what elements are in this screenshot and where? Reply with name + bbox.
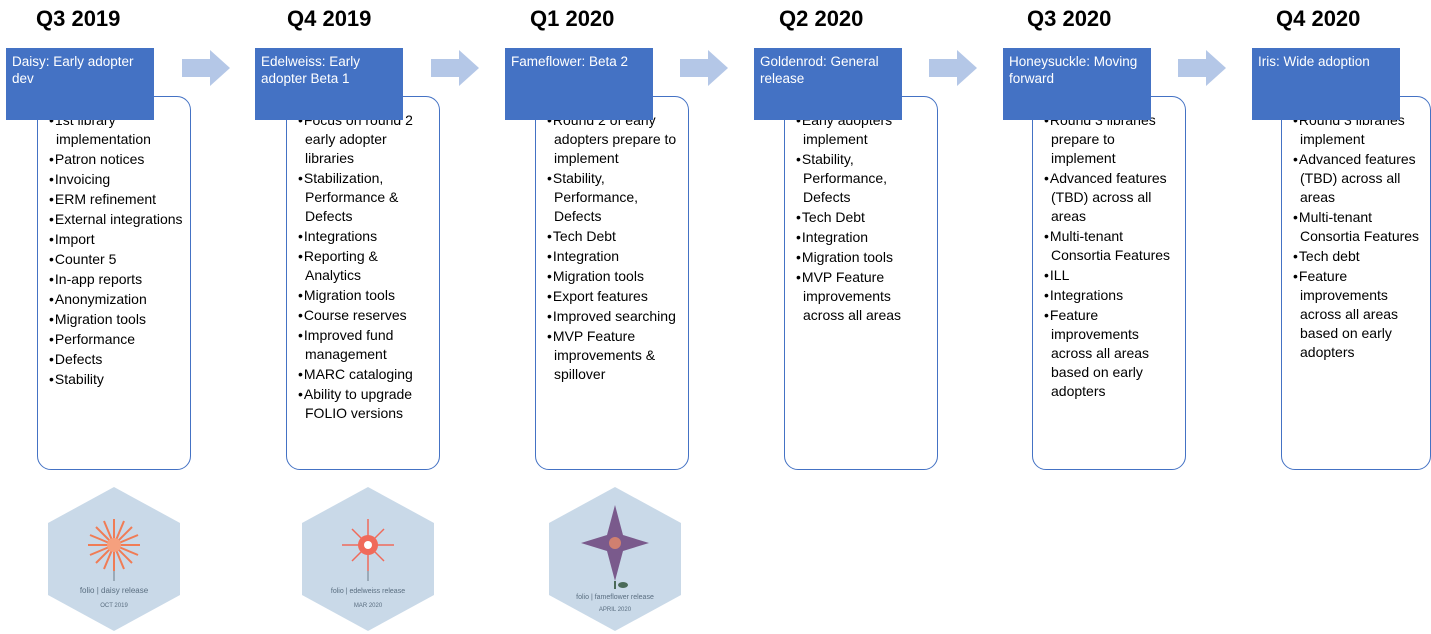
feature-item: Anonymization (44, 290, 184, 309)
feature-item: In-app reports (44, 270, 184, 289)
feature-item: Import (44, 230, 184, 249)
feature-item: Migration tools (791, 248, 931, 267)
feature-item: ILL (1039, 266, 1179, 285)
quarter-label: Q2 2020 (779, 6, 864, 31)
feature-card: Round 2 of early adopters prepare to imp… (535, 96, 689, 470)
feature-item: Integrations (1039, 286, 1179, 305)
feature-item: Migration tools (44, 310, 184, 329)
badge-release-name: folio | edelweiss release (331, 588, 405, 595)
feature-list: Round 3 libraries implement Advanced fea… (1288, 111, 1424, 362)
badge-release-name: folio | daisy release (80, 586, 149, 595)
feature-card: Round 3 libraries implement Advanced fea… (1281, 96, 1431, 470)
quarter-label: Q4 2020 (1276, 6, 1361, 31)
feature-item: Export features (542, 287, 682, 306)
feature-item: Reporting & Analytics (293, 247, 433, 285)
feature-item: Stabilization, Performance & Defects (293, 169, 433, 226)
feature-item: Feature improvements across all areas ba… (1039, 306, 1179, 401)
feature-card: Early adopters implement Stability, Perf… (784, 96, 938, 470)
feature-list: Round 3 libraries prepare to implement A… (1039, 111, 1179, 401)
feature-item: Multi-tenant Consortia Features (1288, 208, 1424, 246)
right-arrow-icon (182, 50, 230, 86)
feature-list: Focus on round 2 early adopter libraries… (293, 111, 433, 423)
feature-item: MARC cataloging (293, 365, 433, 384)
feature-item: Feature improvements across all areas ba… (1288, 267, 1424, 362)
feature-item: Defects (44, 350, 184, 369)
quarter-label: Q1 2020 (530, 6, 615, 31)
feature-item: MVP Feature improvements & spillover (542, 327, 682, 384)
release-box: Edelweiss: Early adopter Beta 1 (255, 48, 403, 120)
feature-item: Tech Debt (791, 208, 931, 227)
feature-item: Improved fund management (293, 326, 433, 364)
badge-release-date: APRIL 2020 (599, 607, 632, 613)
quarter-label: Q3 2020 (1027, 6, 1112, 31)
right-arrow-icon (431, 50, 479, 86)
feature-item: Migration tools (542, 267, 682, 286)
feature-item: Stability (44, 370, 184, 389)
release-box: Goldenrod: General release (754, 48, 902, 120)
feature-item: Integration (542, 247, 682, 266)
release-box: Daisy: Early adopter dev (6, 48, 154, 120)
feature-list: 1st library implementation Patron notice… (44, 111, 184, 389)
feature-item: Migration tools (293, 286, 433, 305)
feature-item: Integration (791, 228, 931, 247)
feature-card: Focus on round 2 early adopter libraries… (286, 96, 440, 470)
right-arrow-icon (1178, 50, 1226, 86)
feature-card: 1st library implementation Patron notice… (37, 96, 191, 470)
feature-item: Performance (44, 330, 184, 349)
feature-item: Advanced features (TBD) across all areas (1039, 169, 1179, 226)
feature-item: Course reserves (293, 306, 433, 325)
release-box: Fameflower: Beta 2 (505, 48, 653, 120)
feature-item: Ability to upgrade FOLIO versions (293, 385, 433, 423)
badge-release-name: folio | fameflower release (576, 594, 654, 601)
feature-item: Integrations (293, 227, 433, 246)
feature-item: ERM refinement (44, 190, 184, 209)
quarter-label: Q3 2019 (36, 6, 121, 31)
feature-item: Advanced features (TBD) across all areas (1288, 150, 1424, 207)
release-box: Honeysuckle: Moving forward (1003, 48, 1151, 120)
feature-item: Tech debt (1288, 247, 1424, 266)
feature-list: Early adopters implement Stability, Perf… (791, 111, 931, 325)
feature-item: External integrations (44, 210, 184, 229)
feature-item: Stability, Performance, Defects (791, 150, 931, 207)
quarter-label: Q4 2019 (287, 6, 372, 31)
badge-release-date: MAR 2020 (354, 603, 383, 609)
feature-item: Patron notices (44, 150, 184, 169)
badge-release-date: OCT 2019 (100, 603, 128, 609)
feature-item: Multi-tenant Consortia Features (1039, 227, 1179, 265)
feature-item: Stability, Performance, Defects (542, 169, 682, 226)
feature-item: MVP Feature improvements across all area… (791, 268, 931, 325)
feature-item: Invoicing (44, 170, 184, 189)
right-arrow-icon (929, 50, 977, 86)
feature-card: Round 3 libraries prepare to implement A… (1032, 96, 1186, 470)
daisy-release-badge-icon: folio | daisy release OCT 2019 (48, 487, 180, 631)
feature-item: Improved searching (542, 307, 682, 326)
feature-item: Tech Debt (542, 227, 682, 246)
release-box: Iris: Wide adoption (1252, 48, 1400, 120)
feature-list: Round 2 of early adopters prepare to imp… (542, 111, 682, 384)
right-arrow-icon (680, 50, 728, 86)
edelweiss-release-badge-icon: folio | edelweiss release MAR 2020 (302, 487, 434, 631)
fameflower-release-badge-icon: folio | fameflower release APRIL 2020 (549, 487, 681, 631)
feature-item: Counter 5 (44, 250, 184, 269)
